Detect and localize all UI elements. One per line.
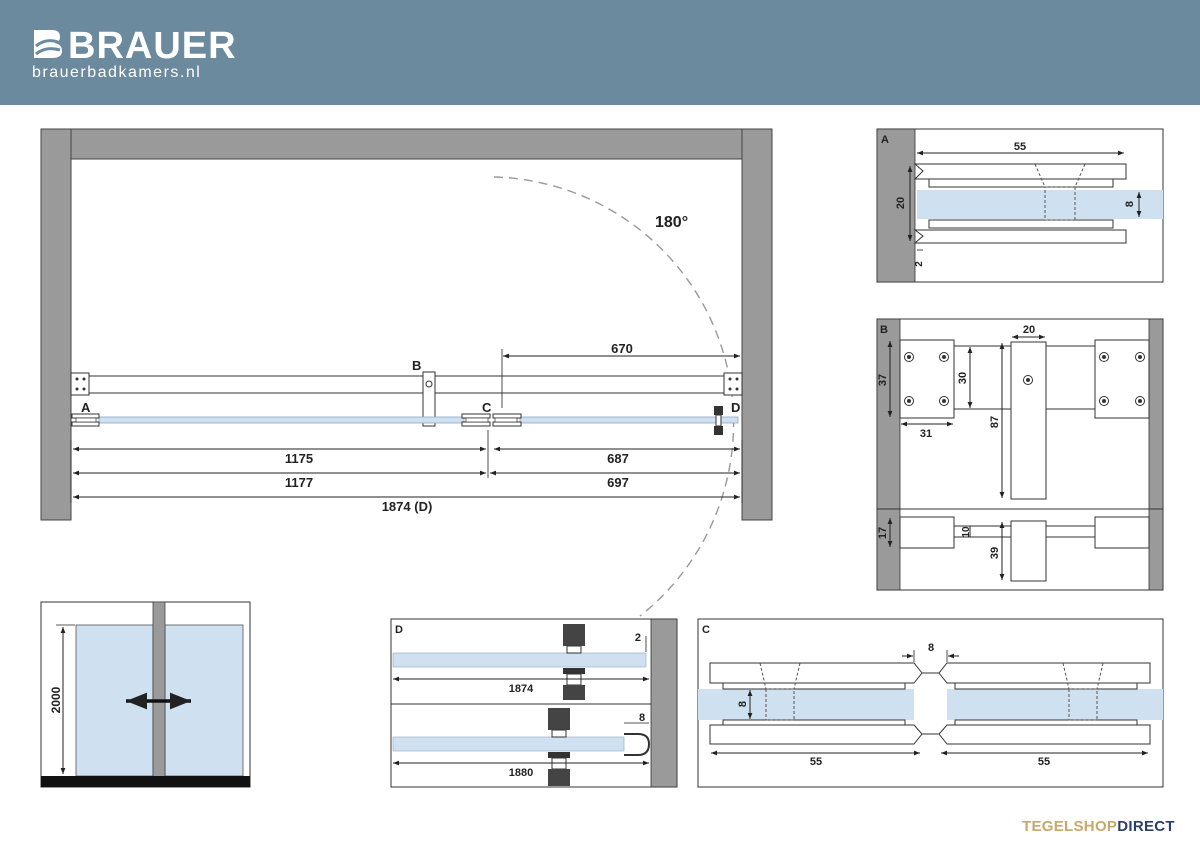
wall-frame <box>40 128 773 521</box>
detail-d-panel: D 2 1874 8 1880 <box>390 618 678 788</box>
dim-1177: 1177 <box>285 475 313 490</box>
tegelshopdirect-logo: TEGELSHOPDIRECT <box>1022 818 1175 836</box>
point-b-label: B <box>412 358 421 373</box>
detail-c-panel: C 8 8 55 55 <box>697 618 1164 788</box>
detail-a-dim-2: 2 <box>914 261 925 267</box>
glass-door-panel <box>519 416 739 424</box>
wall-bracket-right <box>723 372 743 396</box>
dim-1874d: 1874 (D) <box>382 499 433 514</box>
detail-d-dim-1874: 1874 <box>509 683 534 695</box>
elevation-wall <box>152 601 166 778</box>
detail-b-dim-31: 31 <box>920 428 932 440</box>
clamp-a <box>71 413 100 427</box>
detail-b-dim-37: 37 <box>877 374 889 386</box>
elevation-view: 2000 <box>40 601 251 788</box>
detail-c-dim-55-right: 55 <box>1038 756 1050 768</box>
detail-d-dim-2: 2 <box>635 632 641 644</box>
detail-a-label: A <box>881 134 889 146</box>
detail-d-dim-8: 8 <box>639 712 645 724</box>
detail-b-dim-30: 30 <box>957 372 969 384</box>
point-a-label: A <box>81 400 91 415</box>
detail-b-panel: B 20 37 30 87 31 17 10 39 <box>876 318 1164 591</box>
dim-2000: 2000 <box>49 686 63 713</box>
brand-name: BRAUER <box>68 25 237 67</box>
detail-a-dim-55: 55 <box>1014 141 1026 153</box>
dim-687: 687 <box>607 451 629 466</box>
detail-c-dim-8-top: 8 <box>928 642 934 654</box>
detail-b-dim-17: 17 <box>877 527 889 539</box>
main-plan: 180° <box>40 128 773 617</box>
dim-670: 670 <box>611 341 633 356</box>
point-c-label: C <box>482 400 492 415</box>
point-d-label: D <box>731 400 740 415</box>
angle-label: 180° <box>655 214 688 231</box>
footer-brand-part2: DIRECT <box>1117 818 1175 835</box>
stabilizer-bar <box>79 375 731 394</box>
detail-b-dim-39: 39 <box>989 547 1001 559</box>
header-bar: BRAUER brauerbadkamers.nl <box>0 0 1200 105</box>
hinge-c <box>461 413 522 427</box>
seal-profile <box>624 733 651 756</box>
footer-brand-part1: TEGELSHOP <box>1022 818 1118 835</box>
glass-fixed-panel <box>98 416 465 424</box>
dim-1175: 1175 <box>285 451 313 466</box>
wall-bracket-left <box>70 372 90 396</box>
detail-c-dim-55-left: 55 <box>810 756 822 768</box>
detail-b-dim-10: 10 <box>961 526 972 538</box>
detail-d-dim-1880: 1880 <box>509 767 533 779</box>
detail-a-dim-20: 20 <box>895 197 907 209</box>
detail-b-dim-20: 20 <box>1023 324 1035 336</box>
detail-b-label: B <box>880 324 888 336</box>
brauer-logo-icon <box>34 30 62 58</box>
detail-c-label: C <box>702 624 710 636</box>
knob-d <box>714 406 723 435</box>
detail-a-panel: A 55 20 8 2 <box>876 128 1164 283</box>
floor <box>41 776 250 787</box>
detail-d-label: D <box>395 624 403 636</box>
detail-c-dim-8-side: 8 <box>737 701 749 707</box>
detail-a-dim-8: 8 <box>1124 201 1136 207</box>
brand-url: brauerbadkamers.nl <box>32 64 202 81</box>
detail-b-dim-87: 87 <box>989 416 1001 428</box>
swing-arc <box>493 176 735 617</box>
dim-697: 697 <box>607 475 629 490</box>
